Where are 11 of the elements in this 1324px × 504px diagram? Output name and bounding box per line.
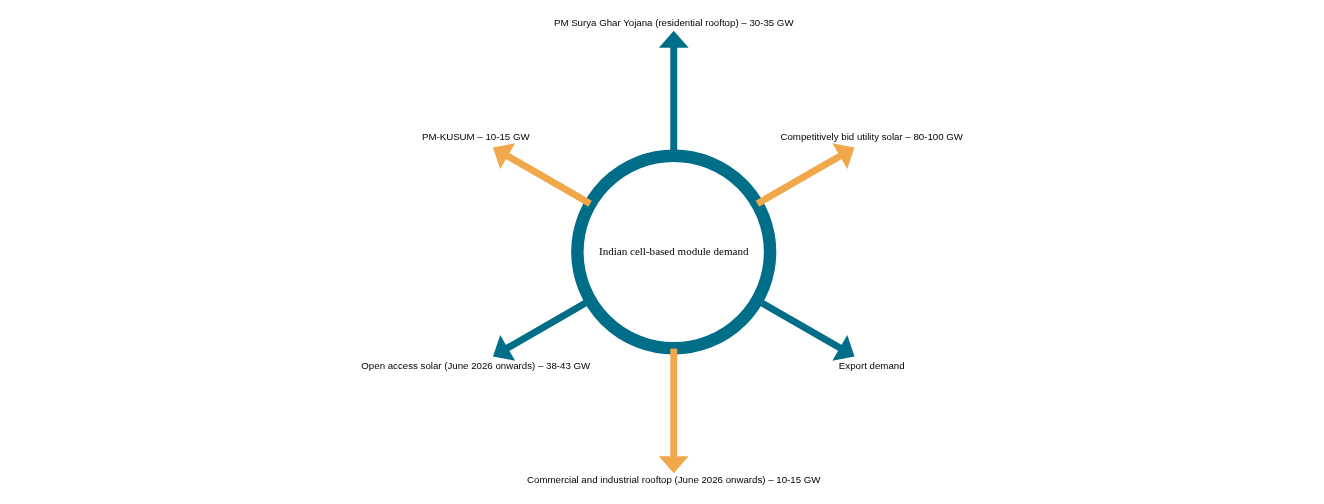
node-text: PM-KUSUM – 10-15 GW — [421, 131, 530, 143]
arrow — [755, 143, 855, 207]
node-text: Export demand — [838, 359, 905, 371]
arrow — [658, 348, 689, 474]
arrow — [492, 143, 592, 207]
arrow — [658, 30, 689, 156]
node-text: Competitively bid utility solar – 80-100 GW — [779, 131, 963, 143]
node-text: Commercial and industrial rooftop (June 2026 onwards) – 10-15 GW — [526, 474, 820, 486]
node-circle: Indian cell-based module demand — [570, 149, 776, 355]
node-text: PM Surya Ghar Yojana (residential rooftop) – 30-35 GW — [553, 16, 794, 28]
node-text: Open access solar (June 2026 onwards) – 38-43 GW — [360, 359, 590, 371]
